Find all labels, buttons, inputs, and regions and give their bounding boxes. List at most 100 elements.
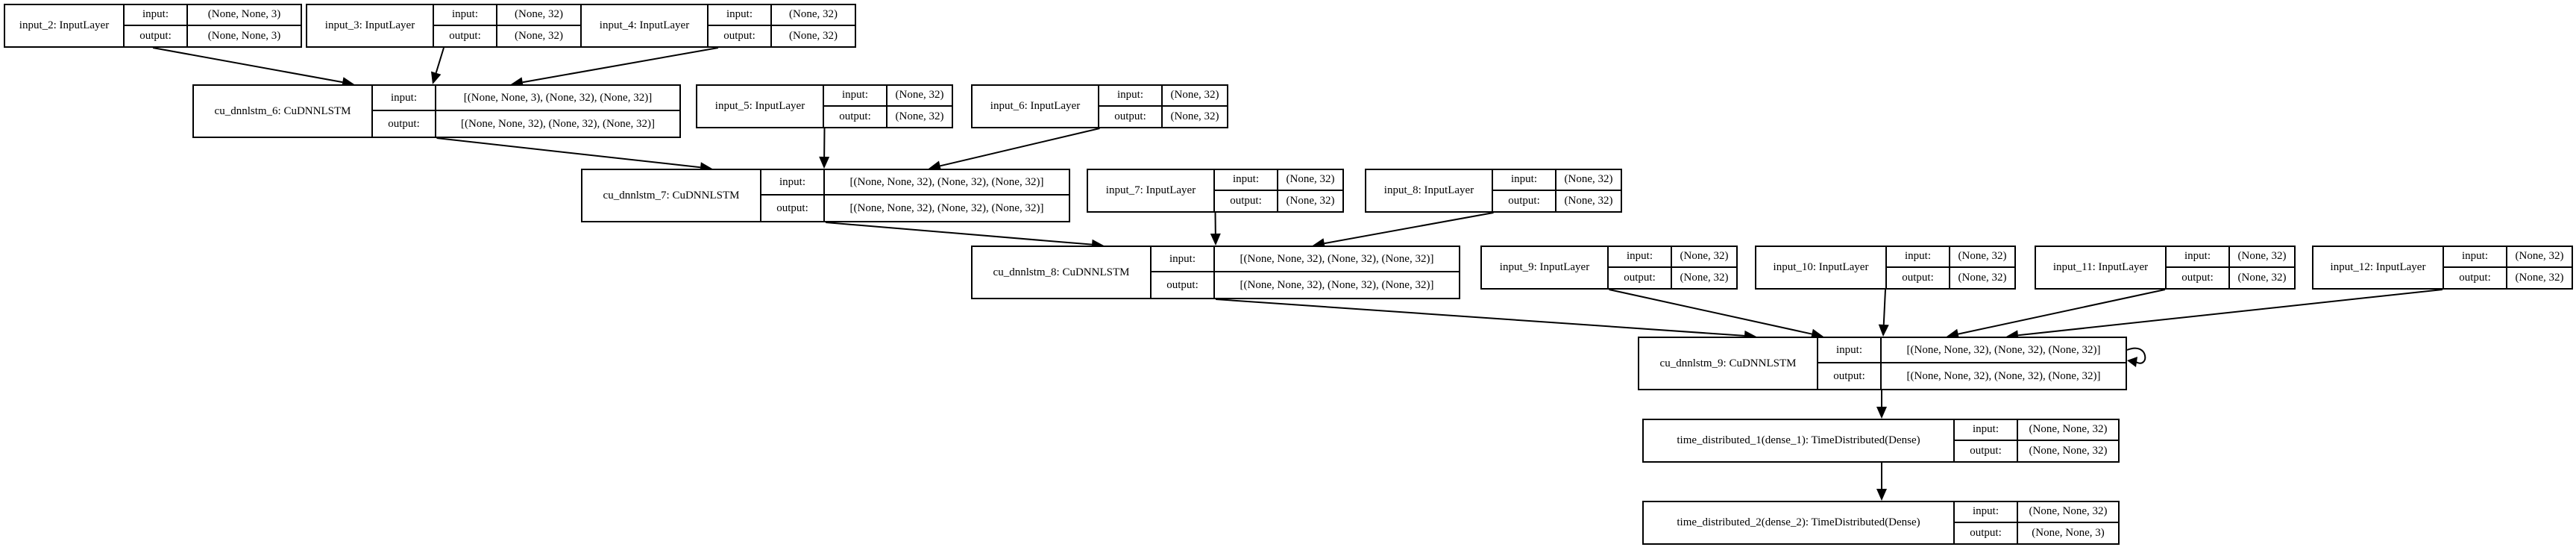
output-label: output: (1152, 272, 1215, 298)
edge-arrow (1876, 390, 1887, 419)
input-shape: [(None, None, 32), (None, 32), (None, 32… (1882, 338, 2126, 363)
input-label: input: (1215, 170, 1278, 191)
input-label: input: (1099, 86, 1163, 107)
output-label: output: (709, 25, 772, 46)
output-shape: (None, 32) (1564, 194, 1613, 207)
input-shape: (None, 32) (1950, 247, 2014, 268)
output-shape: (None, 32) (1170, 110, 1219, 122)
input-label: input: (1152, 247, 1215, 272)
input-label: input: (1955, 420, 2018, 441)
input-label: input: (2444, 247, 2507, 268)
input-label: input: (1609, 247, 1672, 268)
input-shape: (None, None, 32) (2018, 420, 2118, 441)
layer-name: input_10: InputLayer (1756, 247, 1887, 288)
input-shape: (None, None, 3) (188, 5, 301, 26)
output-shape: [(None, None, 32), (None, 32), (None, 32… (461, 117, 655, 130)
output-shape: (None, 32) (515, 29, 563, 42)
output-shape: (None, 32) (1958, 271, 2007, 284)
input-shape: (None, 32) (1278, 170, 1342, 191)
layer-name: input_6: InputLayer (973, 86, 1099, 127)
output-label: output: (1818, 363, 1882, 389)
layer-name: input_12: InputLayer (2313, 247, 2444, 288)
self-loop-arrow (2126, 347, 2146, 367)
edge-arrow (1313, 212, 1494, 249)
layer-name: input_4: InputLayer (582, 5, 709, 46)
input-shape: [(None, None, 32), (None, 32), (None, 32… (825, 170, 1069, 196)
input-shape: (None, None, 32) (2018, 502, 2118, 523)
layer-name: cu_dnnlstm_8: CuDNNLSTM (973, 247, 1152, 298)
output-shape: [(None, None, 32), (None, 32), (None, 32… (1906, 369, 2101, 382)
layer-name: cu_dnnlstm_7: CuDNNLSTM (582, 170, 761, 221)
output-label: output: (125, 25, 188, 46)
input-shape: [(None, None, 32), (None, 32), (None, 32… (1215, 247, 1459, 272)
layer-name: input_11: InputLayer (2036, 247, 2167, 288)
input-shape: (None, 32) (497, 5, 580, 26)
output-label: output: (434, 25, 497, 46)
output-label: output: (1215, 190, 1278, 211)
output-shape: [(None, None, 32), (None, 32), (None, 32… (849, 201, 1044, 214)
layer-name: input_2: InputLayer (5, 5, 125, 46)
layer-name: time_distributed_2(dense_2): TimeDistrib… (1644, 502, 1955, 543)
edge-arrow (2006, 289, 2443, 341)
output-shape: (None, None, 3) (2032, 526, 2105, 539)
edge-arrow (929, 128, 1100, 172)
output-label: output: (1609, 267, 1672, 288)
edge-arrow (430, 47, 444, 84)
layer-name: input_3: InputLayer (307, 5, 434, 46)
layer-node-time-distributed-2: time_distributed_2(dense_2): TimeDistrib… (1642, 501, 2120, 545)
input-label: input: (1887, 247, 1950, 268)
output-label: output: (1493, 190, 1556, 211)
input-shape: [(None, None, 3), (None, 32), (None, 32)… (436, 86, 679, 111)
input-label: input: (1955, 502, 2018, 523)
output-shape: [(None, None, 32), (None, 32), (None, 32… (1240, 278, 1434, 291)
layer-name: time_distributed_1(dense_1): TimeDistrib… (1644, 420, 1955, 461)
input-shape: (None, 32) (1672, 247, 1736, 268)
input-shape: (None, 32) (772, 5, 855, 26)
input-label: input: (434, 5, 497, 26)
layer-name: input_7: InputLayer (1088, 170, 1215, 211)
edge-arrow (436, 137, 712, 173)
edge-arrow (819, 128, 830, 169)
input-label: input: (761, 170, 825, 196)
layer-name: cu_dnnlstm_6: CuDNNLSTM (194, 86, 373, 137)
input-shape: (None, 32) (1163, 86, 1227, 107)
layer-name: cu_dnnlstm_9: CuDNNLSTM (1639, 338, 1818, 389)
output-label: output: (1955, 522, 2018, 543)
input-label: input: (373, 86, 436, 111)
output-label: output: (761, 196, 825, 221)
edge-arrow (152, 47, 354, 88)
output-shape: (None, None, 32) (2029, 444, 2108, 457)
input-shape: (None, 32) (2230, 247, 2294, 268)
input-label: input: (125, 5, 188, 26)
edge-arrow (511, 47, 719, 88)
input-label: input: (2167, 247, 2230, 268)
input-shape: (None, 32) (888, 86, 952, 107)
edge-arrow (1609, 289, 1823, 340)
input-shape: (None, 32) (1556, 170, 1621, 191)
output-shape: (None, 32) (2515, 271, 2564, 284)
output-label: output: (1099, 106, 1163, 127)
output-shape: (None, 32) (2237, 271, 2287, 284)
input-label: input: (1493, 170, 1556, 191)
output-label: output: (373, 111, 436, 137)
edge-arrow (1876, 463, 1887, 501)
output-label: output: (2167, 267, 2230, 288)
output-shape: (None, None, 3) (207, 29, 281, 42)
layer-node-time-distributed-1: time_distributed_1(dense_1): TimeDistrib… (1642, 419, 2120, 463)
edge-arrow (1878, 289, 1889, 337)
layer-name: input_8: InputLayer (1366, 170, 1493, 211)
